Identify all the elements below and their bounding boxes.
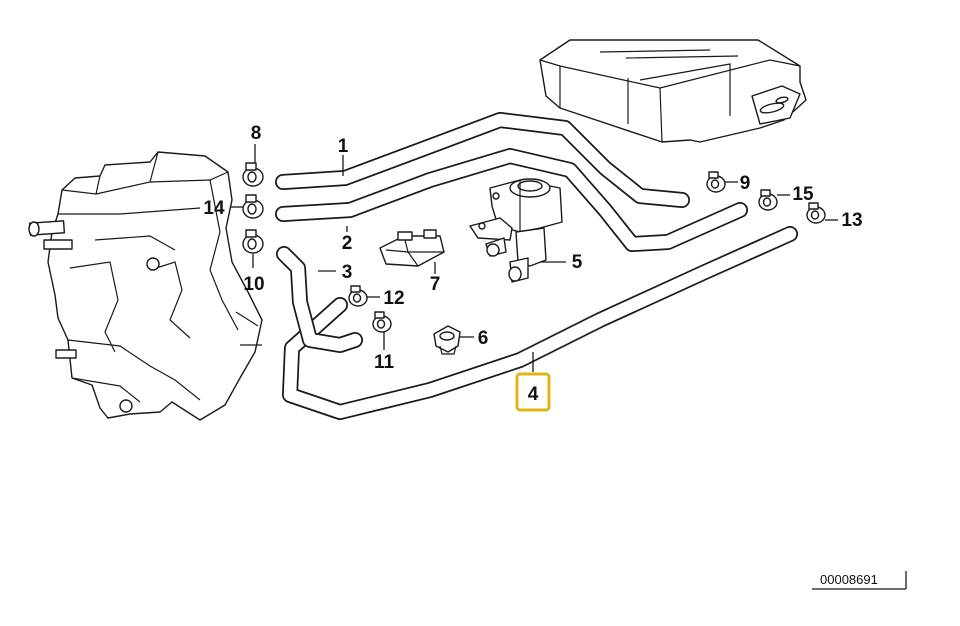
callout-11: 11 [374,352,395,373]
clip-6 [433,325,461,355]
callout-6: 6 [478,328,489,349]
callout-1: 1 [338,136,349,157]
clamp-10 [242,229,264,254]
callout-12: 12 [383,288,404,309]
callout-9: 9 [740,173,751,194]
reference-number: 00008691 [812,571,907,590]
clamp-15 [758,189,778,211]
callouts: 8 14 10 1 2 3 12 11 7 6 5 4 9 15 13 [203,123,863,412]
callout-4: 4 [528,384,539,405]
water-valve-5 [469,178,563,283]
clamp-9 [706,171,726,193]
callout-4-highlight: 4 [515,372,551,412]
callout-10: 10 [243,274,264,295]
connector-7 [379,229,445,267]
callout-5: 5 [572,252,583,273]
clamp-12 [348,285,368,307]
engine-block [28,151,263,421]
heater-core [539,39,807,143]
callout-2: 2 [342,233,353,254]
clamp-11 [372,311,392,333]
hose-2 [275,148,748,252]
hose-4 [282,226,798,420]
clamp-8 [242,162,264,187]
callout-13: 13 [841,210,862,231]
callout-15: 15 [792,184,814,205]
highlight-box [515,372,551,412]
clamp-14 [242,194,264,219]
callout-14: 14 [203,198,225,219]
leader-lines [231,144,838,372]
clamp-13 [806,202,826,224]
reference-number-text: 00008691 [820,572,878,587]
callout-8: 8 [251,123,262,144]
hose-1 [275,112,690,208]
callout-7: 7 [430,274,441,295]
hose-3 [276,246,363,353]
callout-3: 3 [342,262,353,283]
